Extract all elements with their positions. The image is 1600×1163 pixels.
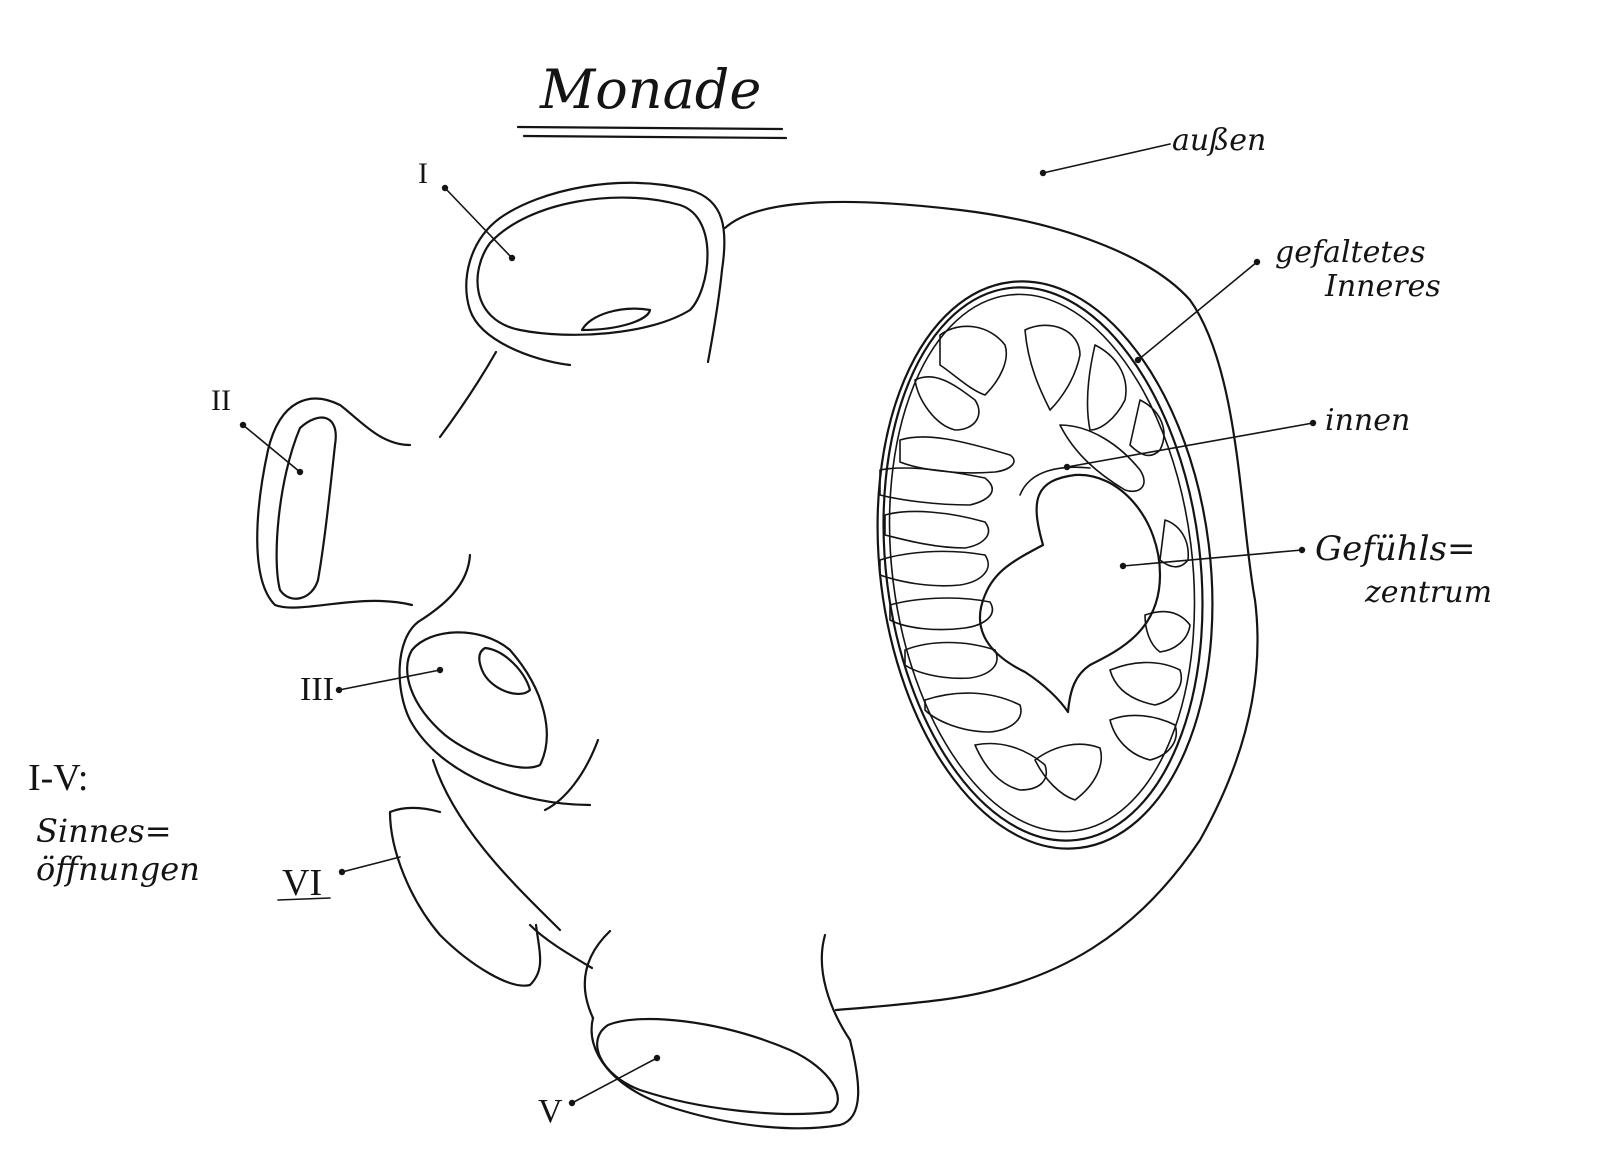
opening-iii-inner <box>407 632 547 767</box>
opening-vi-outline <box>390 808 540 986</box>
opening-iii-nose <box>479 648 530 694</box>
opening-ii-inner <box>277 418 336 599</box>
opening-i-label: I <box>418 157 428 190</box>
body-outline-left-mid <box>418 555 470 622</box>
opening-i-outer-left <box>466 218 570 365</box>
opening-v-outer <box>592 1018 859 1128</box>
opening-i-inner <box>478 198 708 335</box>
opening-v-label: V <box>538 1093 563 1130</box>
title-underline-1 <box>518 127 782 129</box>
pointer-lines <box>240 144 1316 1106</box>
label-inneres: Inneres <box>1324 269 1441 304</box>
label-gefaltetes: gefaltetes <box>1275 235 1426 270</box>
label-gefuehls: Gefühls= <box>1315 529 1475 569</box>
opening-iii-label: III <box>300 671 334 708</box>
feeling-center-heart <box>980 475 1160 712</box>
legend-sinnes: Sinnes= <box>36 812 172 850</box>
opening-i-nose <box>582 309 650 330</box>
legend-range: I-V: <box>28 757 89 799</box>
opening-ii-label: II <box>211 384 231 417</box>
opening-vi-label: VI <box>282 862 322 904</box>
legend-oeffnungen: öffnungen <box>36 850 200 888</box>
title-text: Monade <box>539 58 761 121</box>
label-zentrum: zentrum <box>1364 575 1492 610</box>
label-innen: innen <box>1325 403 1410 438</box>
title-underline-2 <box>524 136 786 138</box>
body-outline-bottom-right <box>822 935 850 1040</box>
body-outline-mid <box>545 740 598 810</box>
folded-interior <box>880 325 1190 800</box>
label-aussen: außen <box>1172 123 1266 158</box>
opening-v-inner <box>597 1019 838 1114</box>
body-outline-bottom <box>585 931 610 1018</box>
body-outline-left-lower <box>433 760 560 930</box>
connector-i-ii <box>440 352 496 437</box>
